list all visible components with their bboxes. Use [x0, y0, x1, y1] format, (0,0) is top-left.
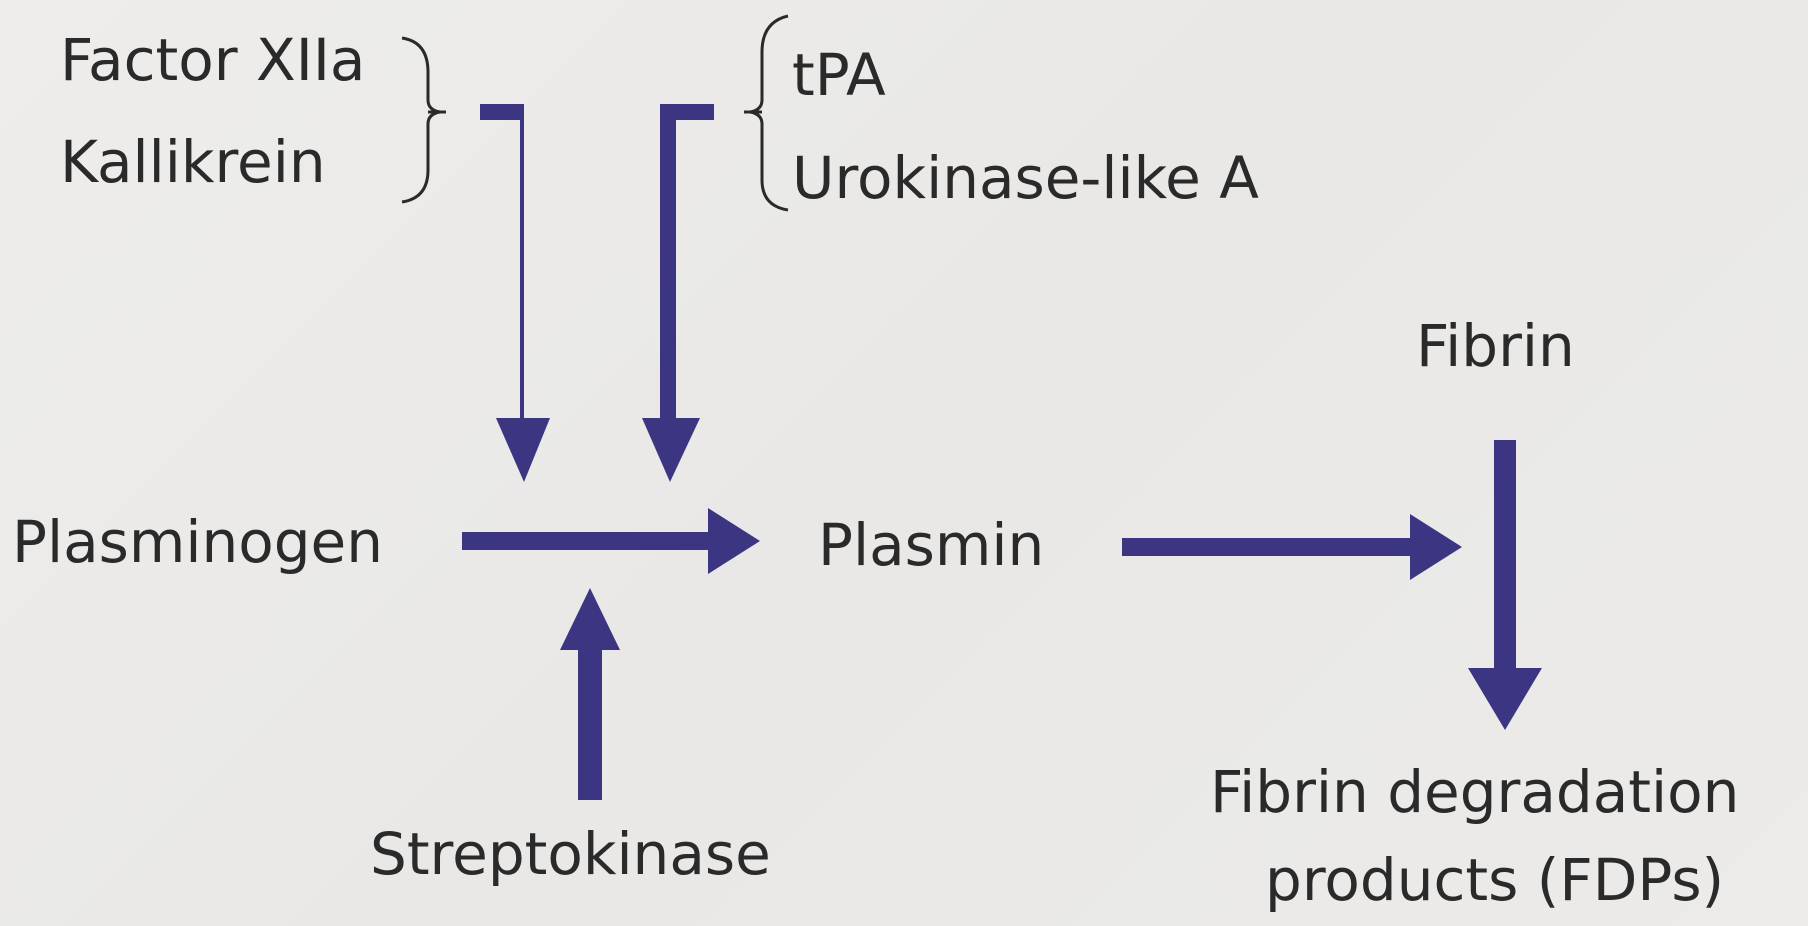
arrow-tpa-down — [642, 104, 714, 482]
label-fdp-line2: products (FDPs) — [1265, 846, 1724, 914]
arrow-factor-down — [480, 104, 550, 482]
label-factor-xiia: Factor XIIa — [60, 26, 365, 94]
bracket-right-factor-kallikrein — [401, 36, 441, 204]
label-plasmin: Plasmin — [818, 511, 1044, 579]
arrow-streptokinase-up — [560, 588, 620, 800]
arrow-plasminogen-to-plasmin — [462, 508, 760, 574]
label-fdp-line1: Fibrin degradation — [1210, 758, 1739, 826]
label-tpa: tPA — [792, 41, 886, 109]
arrow-fibrin-down — [1468, 440, 1542, 730]
label-urokinase: Urokinase-like A — [792, 144, 1259, 212]
label-kallikrein: Kallikrein — [60, 128, 326, 196]
label-streptokinase: Streptokinase — [370, 820, 771, 888]
arrow-plasmin-to-fibrin — [1122, 514, 1462, 580]
label-fibrin: Fibrin — [1416, 312, 1575, 380]
label-plasminogen: Plasminogen — [12, 508, 383, 576]
